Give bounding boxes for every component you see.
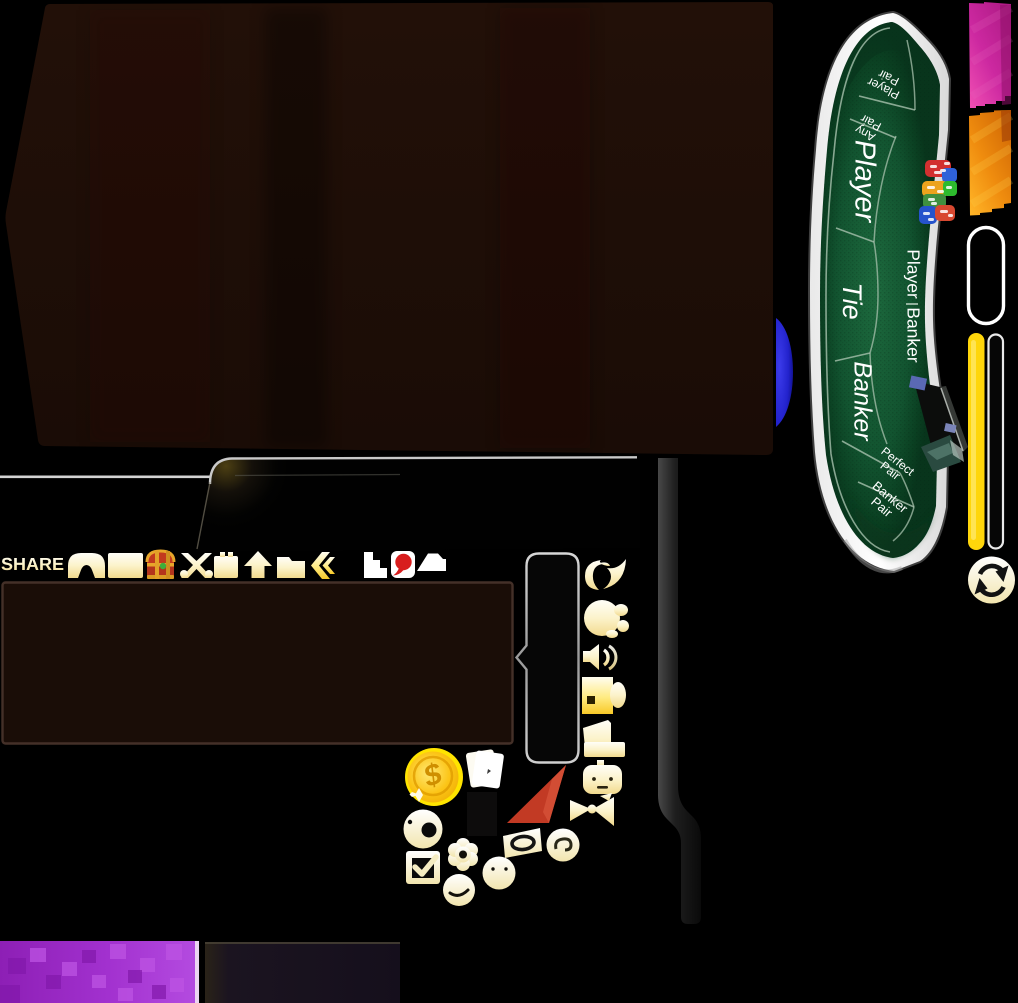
svg-text:Banker: Banker: [848, 361, 876, 442]
svg-text:Player: Player: [848, 140, 880, 224]
svg-text:SHARE: SHARE: [1, 554, 64, 574]
svg-text:Player: Player: [903, 249, 923, 299]
svg-text:Banker: Banker: [903, 307, 923, 363]
svg-text:Tie: Tie: [837, 282, 867, 319]
